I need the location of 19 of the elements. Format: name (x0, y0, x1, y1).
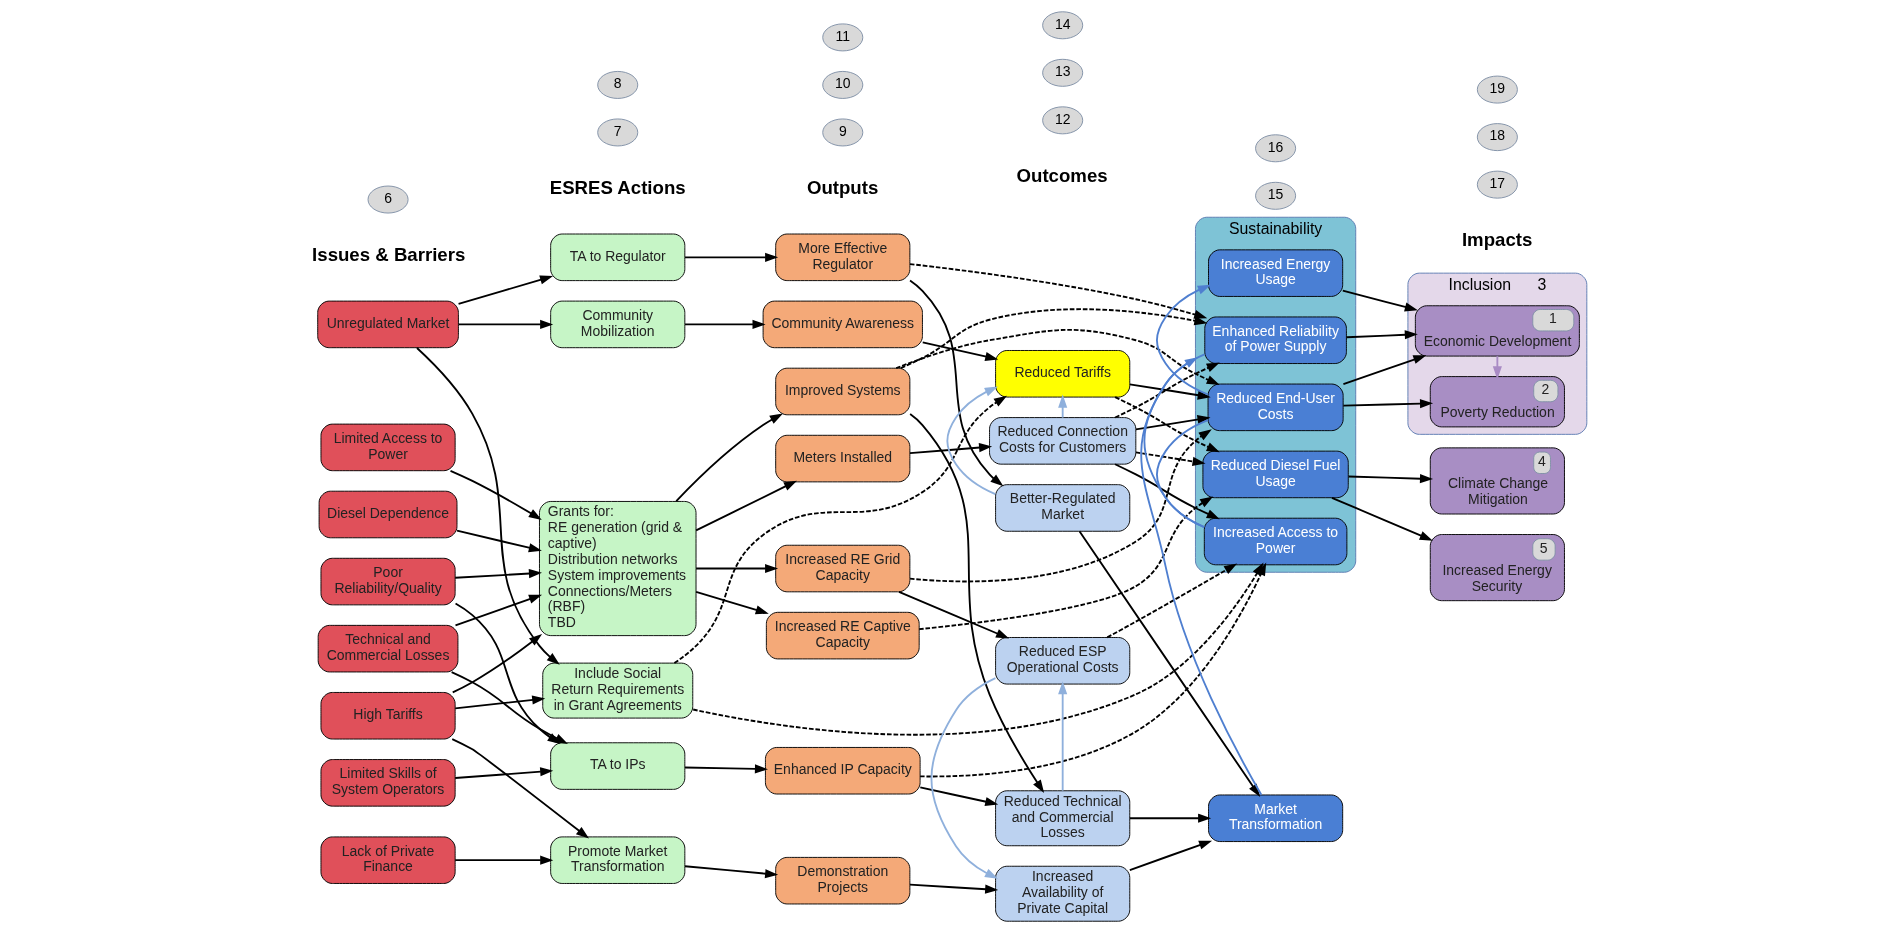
label: 11 (835, 27, 850, 44)
label: ESRES Actions (549, 176, 686, 198)
label: 16 (1267, 138, 1283, 155)
label: 15 (1267, 186, 1283, 203)
label: 10 (834, 75, 851, 92)
label: Impacts (1461, 229, 1532, 251)
label: Issues & Barriers (311, 244, 465, 266)
label: 19 (1489, 79, 1505, 96)
label: 9 (838, 122, 847, 139)
label: 6 (383, 189, 392, 206)
label: 14 (1054, 15, 1070, 32)
label: 18 (1489, 127, 1505, 144)
label: 7 (613, 122, 622, 139)
label: Outputs (806, 176, 878, 198)
label: 8 (613, 75, 622, 92)
label: Outcomes (1016, 164, 1108, 186)
label: 17 (1489, 174, 1505, 191)
label: 12 (1054, 110, 1070, 127)
label: 13 (1054, 63, 1070, 80)
